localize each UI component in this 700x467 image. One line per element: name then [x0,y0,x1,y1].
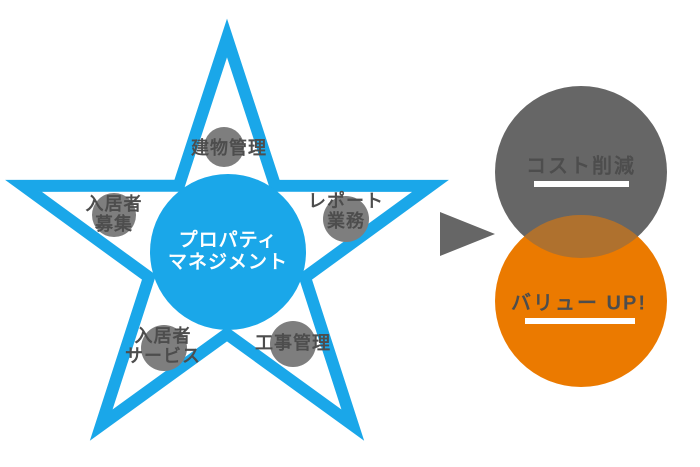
outcome-circle-value [495,215,667,387]
satellite-circle-building [204,127,244,167]
satellite-circle-recruitment [92,193,136,237]
satellite-label-line: 業務 [327,211,365,231]
satellite-label-services: 入居者 サービス [125,326,201,366]
satellite-label-recruitment: 入居者 募集 [86,194,143,234]
outcome-label-value: バリュー UP! [511,292,647,315]
satellite-circle-report [323,196,369,242]
center-label-line1: プロパティ [178,230,278,251]
satellite-label-line: 入居者 [134,326,192,346]
satellite-label-line: 工事管理 [255,333,331,353]
satellite-label-construction: 工事管理 [255,333,331,353]
value-underline [525,318,635,324]
arrow-right-icon [440,212,495,256]
cost-underline [534,181,629,187]
satellite-label-line: 入居者 [85,194,143,214]
outcome-label-cost: コスト削減 [526,155,636,178]
satellite-label-report: レポート 業務 [308,191,384,231]
satellite-circle-services [141,325,187,371]
star-shape [5,18,449,441]
center-label-line2: マネジメント [167,252,288,273]
center-circle: プロパティ マネジメント [150,174,306,330]
satellite-label-building: 建物管理 [191,138,267,158]
satellite-label-line: 募集 [95,214,133,234]
satellite-label-line: 建物管理 [191,138,267,158]
satellite-circle-construction [270,321,316,367]
satellite-label-line: レポート [308,191,384,211]
satellite-label-line: サービス [125,346,201,366]
star-outline [5,18,449,441]
